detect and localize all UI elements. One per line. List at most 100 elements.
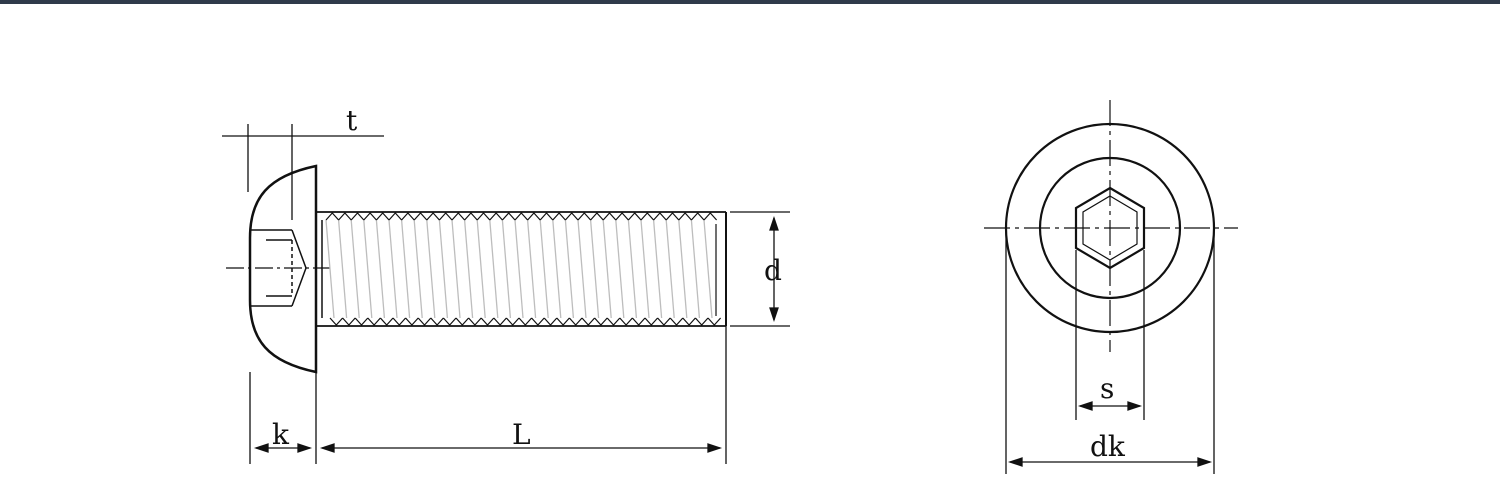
thread-crest [417,317,432,326]
thread-line [703,219,713,319]
thread-crest [388,212,403,221]
thread-crest [325,212,340,221]
thread-line [514,219,524,319]
thread-crest [703,212,718,221]
thread-crest [514,212,529,221]
thread-crest [619,317,633,326]
thread-line [564,219,575,319]
thread-crest [644,317,659,326]
thread-lines [325,219,713,319]
thread-crest [543,317,558,326]
thread-crest [556,317,570,326]
thread-crest [363,212,377,221]
thread-crest [552,212,566,221]
thread-crest [367,317,381,326]
thread-crest [602,212,617,221]
thread-crest [413,212,428,221]
thread-crest [392,317,407,326]
thread-crest [401,212,415,221]
label-s: s [1100,372,1114,405]
thread-crest [350,212,365,221]
thread-crests-top [325,212,718,221]
thread-crest [405,317,419,326]
thread-crest [594,317,608,326]
thread-crest [653,212,667,221]
thread-line [501,219,512,319]
thread-line [363,219,373,319]
dimension-k [249,372,317,464]
thread-crest [577,212,592,221]
thread-line [539,219,549,319]
thread-crest [640,212,655,221]
thread-crest [338,212,352,221]
thread-crests-bottom [329,317,722,326]
label-d: d [764,254,782,287]
thread-crest [468,317,482,326]
thread-crest [694,317,709,326]
thread-crest [493,317,507,326]
top-border-bar [0,0,1500,4]
thread-line [577,219,587,319]
thread-line [640,219,650,319]
thread-crest [476,212,491,221]
thread-line [615,219,625,319]
thread-crest [590,212,604,221]
thread-crest [455,317,470,326]
thread-crest [505,317,520,326]
thread-crest [480,317,495,326]
thread-line [589,219,600,319]
label-k: k [272,418,290,451]
side-view [222,124,790,464]
thread-crest [627,212,642,221]
thread-crest [657,317,671,326]
dimension-dk [1005,232,1215,474]
thread-crest [568,317,583,326]
thread-line [489,219,499,319]
thread-line [665,219,675,319]
thread-crest [354,317,369,326]
front-view [984,100,1238,474]
thread-crest [615,212,629,221]
thread-crest [379,317,394,326]
thread-crest [581,317,596,326]
thread-crest [442,317,457,326]
thread-line [325,219,335,319]
thread-line [476,219,486,319]
thread-line [602,219,612,319]
thread-line [526,219,537,319]
label-t: t [346,104,358,137]
thread-crest [342,317,356,326]
label-L: L [512,418,531,451]
thread-crest [631,317,646,326]
thread-crest [682,317,696,326]
threaded-shaft [316,211,727,327]
thread-crest [527,212,541,221]
thread-crest [489,212,503,221]
thread-crest [329,317,344,326]
label-dk: dk [1090,430,1126,463]
thread-crest [451,212,466,221]
thread-line [413,219,423,319]
thread-crest [669,317,684,326]
dimension-L [319,326,727,464]
thread-crest [501,212,516,221]
thread-crest [678,212,692,221]
thread-line [438,219,449,319]
thread-crest [375,212,390,221]
thread-line [690,219,701,319]
thread-line [400,219,411,319]
thread-crest [539,212,554,221]
thread-crest [430,317,444,326]
thread-crest [606,317,621,326]
thread-line [388,219,398,319]
thread-crest [426,212,440,221]
thread-crest [464,212,478,221]
thread-crest [707,317,722,326]
thread-crest [438,212,453,221]
thread-line [552,219,562,319]
thread-line [426,219,436,319]
thread-line [451,219,461,319]
thread-crest [518,317,533,326]
